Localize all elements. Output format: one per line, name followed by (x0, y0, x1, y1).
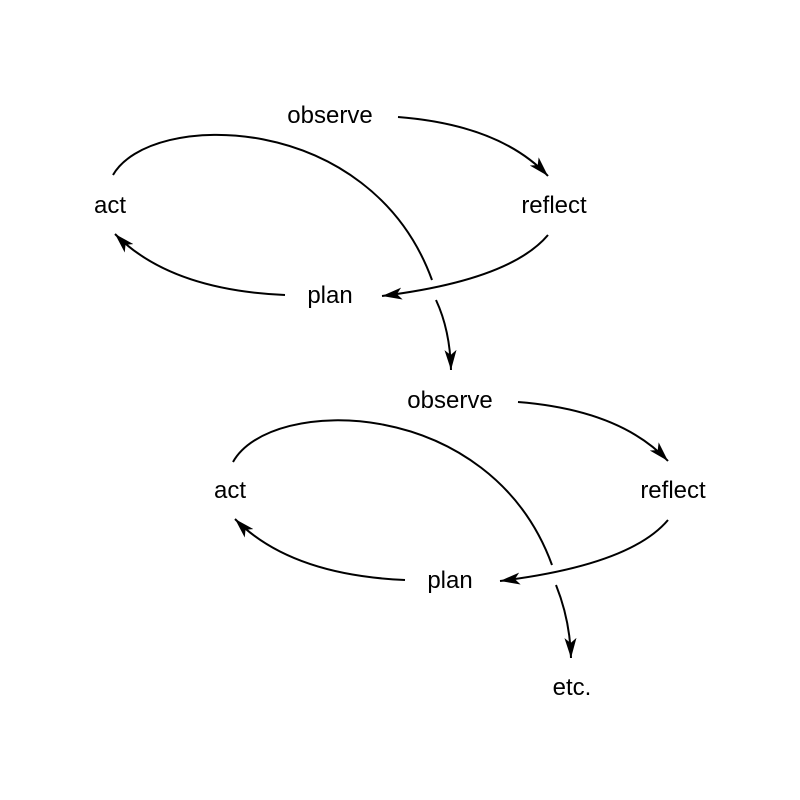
cycle-2-reflect-to-plan-arrow (499, 519, 669, 585)
cycle-1-observe-to-reflect-arrow (397, 116, 549, 177)
cycle-2-reflect-label: reflect (640, 477, 706, 504)
cycle-2-to-continuation-arrow (555, 584, 577, 659)
cycle-1: observe reflect plan act (94, 102, 587, 371)
cycle-1-act-label: act (94, 192, 126, 219)
cycle-1-act-to-observe-arc (112, 133, 433, 281)
cycle-1-observe-label: observe (287, 102, 372, 129)
continuation-label: etc. (553, 674, 592, 701)
cycle-2-observe-label: observe (407, 387, 492, 414)
cycle-2: observe reflect plan act (214, 387, 706, 659)
cycle-1-to-cycle-2-arrow (435, 299, 457, 371)
cycle-1-reflect-to-plan-arrow (381, 234, 549, 300)
cycle-2-act-label: act (214, 477, 246, 504)
cycle-2-act-to-observe-arc (232, 419, 553, 566)
cycle-2-plan-label: plan (427, 567, 472, 594)
cycle-2-plan-to-act-arrow (234, 518, 406, 581)
cycle-2-observe-to-reflect-arrow (517, 401, 669, 462)
cycle-1-reflect-label: reflect (521, 192, 587, 219)
cycle-1-plan-label: plan (307, 282, 352, 309)
cycle-1-plan-to-act-arrow (114, 233, 286, 296)
